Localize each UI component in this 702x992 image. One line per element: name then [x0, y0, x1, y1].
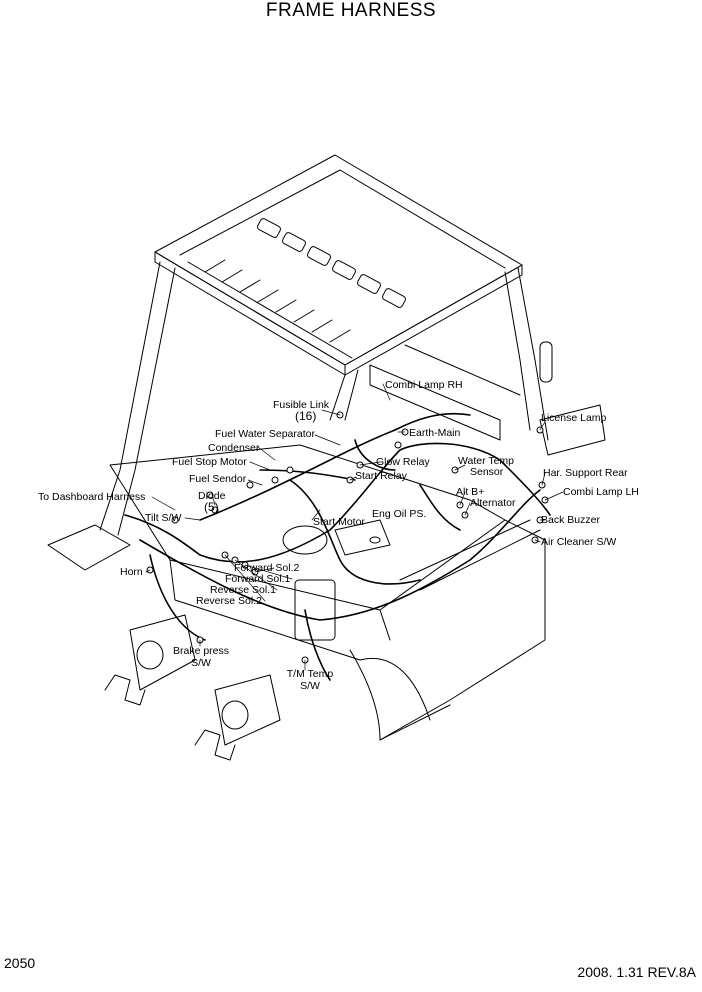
- label-alt-b-plus: Alt B+: [456, 486, 485, 498]
- label-earth-main: Earth-Main: [409, 427, 461, 439]
- label-air-cleaner-sw: Air Cleaner S/W: [541, 536, 617, 548]
- label-start-motor: Start Motor: [313, 516, 365, 528]
- label-start-relay: Start Relay: [355, 470, 407, 482]
- label-horn: Horn: [120, 566, 143, 578]
- label-to-dashboard-harness: To Dashboard Harness: [38, 491, 146, 503]
- label-tm-temp-sw: S/W: [300, 680, 320, 692]
- label-diode-qty: (5): [204, 500, 219, 514]
- leader-lines: [145, 383, 564, 671]
- label-forward-sol-2: Forward Sol.2: [234, 562, 300, 574]
- left-axle-hub: [104, 614, 196, 706]
- label-license-lamp: License Lamp: [541, 412, 607, 424]
- engine-block: [282, 519, 391, 641]
- label-reverse-sol-2: Reverse Sol.2: [196, 595, 262, 607]
- label-tilt-sw: Tilt S/W: [145, 512, 182, 524]
- date-revision: 2008. 1.31 REV.8A: [577, 964, 696, 980]
- right-axle-hub: [194, 674, 281, 761]
- harness-wires: [124, 412, 551, 681]
- counterweight: [349, 649, 451, 741]
- label-back-buzzer: Back Buzzer: [541, 514, 600, 526]
- label-combi-lamp-rh: Combi Lamp RH: [385, 379, 463, 391]
- label-brake-press-sw: S/W: [191, 657, 211, 669]
- label-eng-oil-ps: Eng Oil PS.: [372, 508, 427, 520]
- truck-frame-body: [109, 444, 546, 741]
- label-water-temp-sensor: Sensor: [470, 466, 504, 478]
- label-alternator: Alternator: [470, 497, 516, 509]
- label-fusible-link: Fusible Link: [273, 399, 330, 411]
- rear-pillars: [504, 267, 553, 441]
- label-fuel-sendor: Fuel Sendor: [189, 473, 247, 485]
- rear-cross-member: [369, 344, 606, 456]
- page-number: 2050: [4, 955, 36, 971]
- label-glow-relay: Glow Relay: [376, 456, 430, 468]
- label-fusible-link-qty: (16): [295, 409, 317, 423]
- page-title: FRAME HARNESS: [265, 0, 437, 21]
- label-forward-sol-1: Forward Sol.1: [225, 573, 291, 585]
- label-water-temp: Water Temp: [458, 455, 515, 467]
- label-har-support-rear: Har. Support Rear: [543, 467, 628, 479]
- label-diode: Diode: [198, 490, 226, 502]
- label-brake-press: Brake press: [172, 645, 230, 657]
- front-pillars: [99, 261, 359, 536]
- label-reverse-sol-1: Reverse Sol.1: [210, 584, 276, 596]
- label-tm-temp: T/M Temp: [286, 668, 334, 680]
- label-condenser: Condenser: [208, 442, 260, 454]
- label-fuel-water-separator: Fuel Water Separator: [215, 428, 315, 440]
- step-plate: [47, 524, 131, 571]
- overhead-guard: [154, 154, 523, 376]
- label-combi-lamp-lh: Combi Lamp LH: [563, 486, 639, 498]
- label-fuel-stop-motor: Fuel Stop Motor: [172, 456, 247, 468]
